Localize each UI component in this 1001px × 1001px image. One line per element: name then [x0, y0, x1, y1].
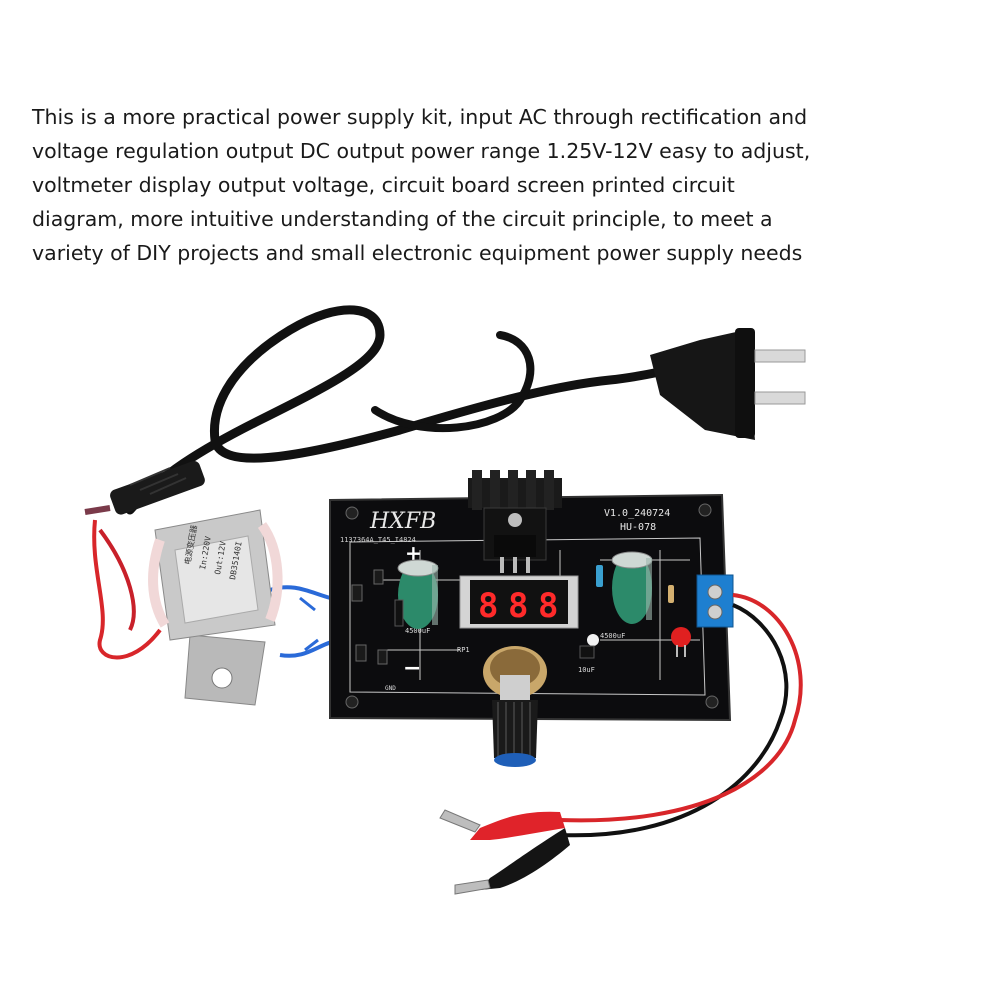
board-serial: 1137364A_T45_I4824: [340, 536, 416, 544]
input-wires: [84, 505, 162, 660]
product-photo: HXFB V1.0_240724 HU-078 1137364A_T45_I48…: [0, 280, 1001, 1001]
description-line-3: voltmeter display output voltage, circui…: [32, 173, 735, 197]
product-description: This is a more practical power supply ki…: [32, 100, 982, 270]
transformer: 电源变压器 In:220V Out:12V DB35140I: [148, 509, 283, 706]
heatsink: [468, 470, 562, 573]
power-supply-kit-illustration: HXFB V1.0_240724 HU-078 1137364A_T45_I48…: [84, 305, 806, 895]
small-components: [351, 565, 691, 665]
small-cap-label: 10uF: [578, 666, 595, 674]
minus-mark: −: [403, 656, 421, 681]
cap-left-label: 4500uF: [405, 627, 430, 635]
gnd-label: GND: [385, 685, 396, 692]
potentiometer-knob: [483, 646, 547, 767]
display-digit-3: 8: [538, 586, 558, 626]
voltmeter-display: 8 8 8: [459, 575, 579, 629]
description-line-5: variety of DIY projects and small electr…: [32, 241, 803, 265]
display-digit-2: 8: [508, 586, 528, 626]
capacitors: [397, 551, 653, 629]
plug: [650, 328, 806, 440]
board-version: V1.0_240724: [604, 508, 670, 519]
power-cord: [110, 305, 705, 515]
display-digit-1: 8: [478, 586, 498, 626]
board-logo: HXFB: [369, 509, 436, 534]
description-line-2: voltage regulation output DC output powe…: [32, 139, 811, 163]
output-leads: [559, 593, 803, 838]
plus-mark: +: [405, 541, 422, 565]
output-terminal: [696, 574, 734, 628]
cap-right-label: 4500uF: [600, 632, 625, 640]
alligator-clips: [439, 809, 570, 895]
description-line-4: diagram, more intuitive understanding of…: [32, 207, 773, 231]
description-line-1: This is a more practical power supply ki…: [32, 105, 808, 129]
board-model: HU-078: [620, 522, 656, 533]
pot-label: RP1: [457, 646, 470, 654]
